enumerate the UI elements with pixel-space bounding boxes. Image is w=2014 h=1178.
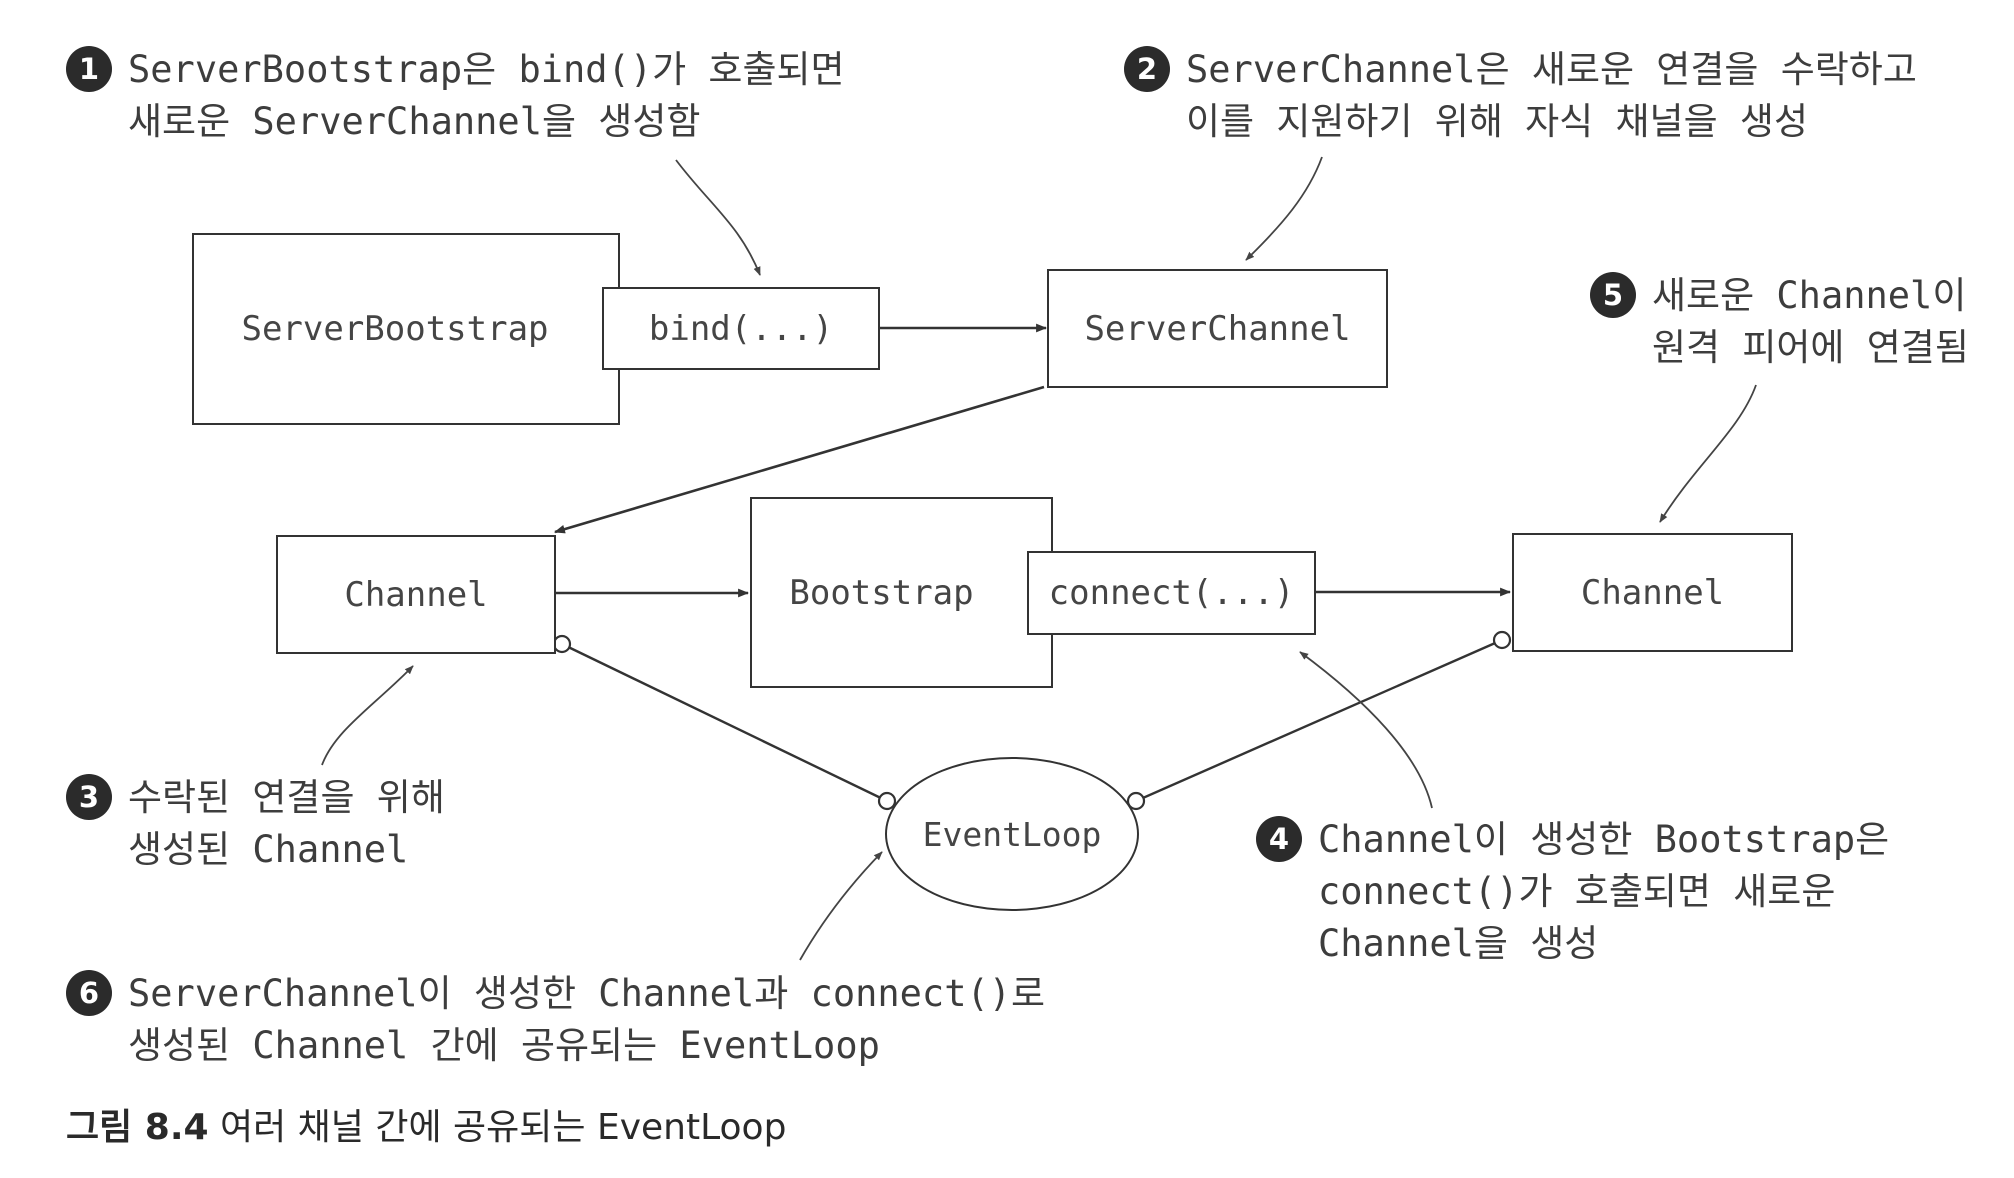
event-loop-ellipse: EventLoop — [885, 757, 1139, 911]
leader-arrow-3 — [321, 665, 414, 766]
connect-label: connect(...) — [1048, 573, 1295, 613]
figure-caption-label: 그림 8.4 — [66, 1107, 209, 1148]
callout-4-line-3: Channel을 생성 — [1318, 922, 1599, 965]
callout-6-line-1: ServerChannel이 생성한 Channel과 connect()로 — [128, 972, 1046, 1015]
callout-number-6: 6 — [66, 970, 112, 1016]
channel-left-box: Channel — [276, 535, 556, 654]
callout-4-line-1: Channel이 생성한 Bootstrap은 — [1318, 818, 1890, 861]
channel-left-label: Channel — [344, 574, 488, 615]
bootstrap-label: Bootstrap — [789, 572, 974, 613]
callout-3-line-2: 생성된 Channel — [128, 828, 409, 871]
callout-5: 5 새로운 Channel이 원격 피어에 연결됨 — [1590, 270, 1969, 374]
bootstrap-box: Bootstrap — [750, 497, 1053, 688]
bind-label: bind(...) — [648, 308, 834, 349]
callout-number-4: 4 — [1256, 816, 1302, 862]
callout-2-line-2: 이를 지원하기 위해 자식 채널을 생성 — [1186, 100, 1808, 143]
link-end-circle — [1126, 791, 1146, 811]
connect-box: connect(...) — [1027, 551, 1316, 635]
callout-4-line-2: connect()가 호출되면 새로운 — [1318, 870, 1836, 913]
leader-arrow-5 — [1659, 384, 1757, 523]
callout-5-line-1: 새로운 Channel이 — [1652, 274, 1967, 317]
callout-number-3: 3 — [66, 774, 112, 820]
callout-number-1: 1 — [66, 46, 112, 92]
callout-1-line-1: ServerBootstrap은 bind()가 호출되면 — [128, 48, 845, 91]
callout-1: 1 ServerBootstrap은 bind()가 호출되면 새로운 Serv… — [66, 44, 845, 148]
channel-right-label: Channel — [1580, 572, 1725, 613]
callout-1-line-2: 새로운 ServerChannel을 생성함 — [128, 100, 701, 143]
server-bootstrap-box: ServerBootstrap — [192, 233, 620, 425]
callout-2: 2 ServerChannel은 새로운 연결을 수락하고 이를 지원하기 위해… — [1124, 44, 1917, 148]
callout-4: 4 Channel이 생성한 Bootstrap은 connect()가 호출되… — [1256, 814, 1889, 970]
leader-arrow-2 — [1245, 156, 1323, 261]
callout-5-line-2: 원격 피어에 연결됨 — [1652, 326, 1969, 369]
figure-caption-text: 여러 채널 간에 공유되는 EventLoop — [220, 1107, 787, 1148]
leader-arrow-4 — [1299, 651, 1433, 809]
bind-box: bind(...) — [602, 287, 880, 370]
link-end-circle — [1492, 630, 1512, 650]
link-channel-right-eventloop — [1135, 638, 1503, 803]
callout-3-line-1: 수락된 연결을 위해 — [128, 776, 445, 819]
event-loop-label: EventLoop — [922, 814, 1102, 854]
callout-6-line-2: 생성된 Channel 간에 공유되는 EventLoop — [128, 1024, 880, 1067]
callout-number-2: 2 — [1124, 46, 1170, 92]
callout-number-5: 5 — [1590, 272, 1636, 318]
server-channel-box: ServerChannel — [1047, 269, 1388, 388]
callout-3: 3 수락된 연결을 위해 생성된 Channel — [66, 772, 445, 876]
link-end-circle — [877, 791, 897, 811]
callout-2-line-1: ServerChannel은 새로운 연결을 수락하고 — [1186, 48, 1917, 91]
channel-right-box: Channel — [1512, 533, 1793, 652]
server-bootstrap-label: ServerBootstrap — [241, 309, 549, 349]
figure-caption: 그림 8.4 여러 채널 간에 공유되는 EventLoop — [66, 1098, 786, 1150]
link-channel-left-eventloop — [561, 642, 888, 803]
leader-arrow-1 — [675, 159, 761, 276]
leader-arrow-6 — [799, 851, 883, 961]
arrow-serverchannel-to-channel — [553, 385, 1045, 534]
callout-6: 6 ServerChannel이 생성한 Channel과 connect()로… — [66, 968, 1045, 1072]
server-channel-label: ServerChannel — [1084, 308, 1351, 349]
